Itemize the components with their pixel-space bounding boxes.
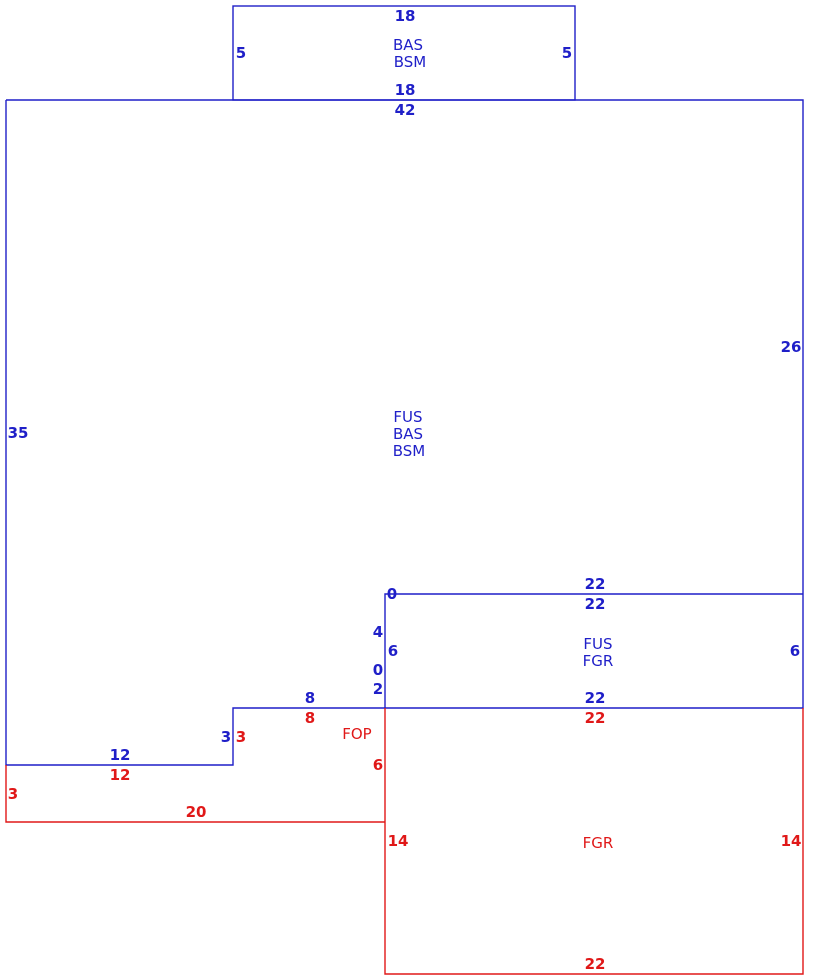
garage-outline [384, 708, 804, 975]
dim-upper-top-outer: 22 [585, 575, 606, 593]
porch-code: FOP [342, 725, 371, 743]
dim-top-rect-left: 5 [236, 44, 246, 62]
dim-upper-left-zero: 0 [387, 585, 397, 603]
dim-step-zero: 0 [373, 661, 383, 679]
garage-upper-outline [384, 593, 803, 708]
dim-step-bottom-blue: 12 [110, 746, 131, 764]
dim-upper-right: 6 [790, 642, 800, 660]
dim-garage-bottom: 22 [585, 955, 606, 973]
dim-garage-left: 14 [388, 832, 409, 850]
dim-upper-left-outer: 4 [373, 623, 383, 641]
dim-main-right: 26 [781, 338, 802, 356]
dim-main-top: 42 [395, 101, 416, 119]
dim-upper-top-inner: 22 [585, 595, 606, 613]
dim-upper-left-six: 6 [388, 642, 398, 660]
dim-garage-right: 14 [781, 832, 802, 850]
garage-upper-code-2: FGR [583, 652, 614, 670]
dim-top-rect-right: 5 [562, 44, 572, 62]
dim-garage-top: 22 [585, 709, 606, 727]
red-outlines [5, 708, 804, 975]
main-code-1: FUS [393, 408, 422, 426]
top-rect-code-2: BSM [394, 53, 427, 71]
dim-porch-bottom: 20 [186, 803, 207, 821]
dim-porch-right: 6 [373, 756, 383, 774]
garage-upper-code-1: FUS [583, 635, 612, 653]
dim-main-left: 35 [8, 424, 29, 442]
porch-outline [5, 765, 385, 823]
dim-step-vertical-blue: 3 [221, 728, 231, 746]
dim-top-rect-top: 18 [395, 7, 416, 25]
dim-step-two: 2 [373, 680, 383, 698]
dim-porch-left: 3 [8, 785, 18, 803]
dim-step-bottom-red: 12 [110, 766, 131, 784]
top-rect-code-1: BAS [393, 36, 423, 54]
dim-step-vertical-red: 3 [236, 728, 246, 746]
garage-code: FGR [583, 834, 614, 852]
dim-top-rect-bottom: 18 [395, 81, 416, 99]
blue-outlines [5, 5, 804, 766]
dim-step-top-red: 8 [305, 709, 315, 727]
main-code-2: BAS [393, 425, 423, 443]
main-code-3: BSM [393, 442, 426, 460]
dim-upper-bottom: 22 [585, 689, 606, 707]
dim-step-top-blue: 8 [305, 689, 315, 707]
